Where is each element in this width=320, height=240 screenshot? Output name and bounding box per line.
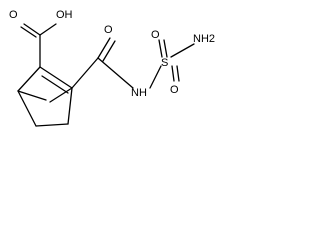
chemical-structure: O OH O NH S O O NH2 [9,9,215,127]
bond-camide-o-second [102,40,116,62]
bond-s-o-bottom-second [176,65,180,82]
bond-s-o-left-second [163,39,168,58]
carboxylic-acid-group: O OH [9,9,73,68]
bond-cooh-o-second [20,26,37,38]
bond-cooh-oh [39,23,57,36]
norbornene-cage [17,66,73,127]
sulfur-label: S [161,57,168,69]
bond-n-s [149,65,162,89]
bond-s-o-bottom [171,65,175,82]
bond-c6-c5 [35,123,69,127]
bond-c5-c4 [67,87,73,125]
sulfamoyl-amide-group: O NH S O O NH2 [71,24,215,99]
bond-c1-c6 [17,90,37,127]
bond-c2-c3 [39,66,73,89]
carboxyl-oh-label: OH [56,9,73,21]
bond-s-nh2 [170,43,195,58]
bond-c2-c1 [17,66,41,92]
bond-c1-c7 [17,90,47,101]
carboxyl-o-label: O [9,9,18,21]
amide-o-label: O [104,24,113,36]
bond-c3-camide [71,57,99,89]
amide-nh-label: NH [131,87,147,99]
bond-s-o-left [158,39,163,58]
bond-c2-c3-second [41,75,69,94]
sulfonyl-o-left-label: O [151,29,160,41]
bond-cooh-o [23,23,41,36]
bond-c4-c7 [49,87,73,103]
bond-camide-o [97,37,111,59]
bond-camide-n [97,57,134,89]
sulfonyl-o-bottom-label: O [170,84,179,96]
amine-nh2-label: NH2 [193,33,215,45]
